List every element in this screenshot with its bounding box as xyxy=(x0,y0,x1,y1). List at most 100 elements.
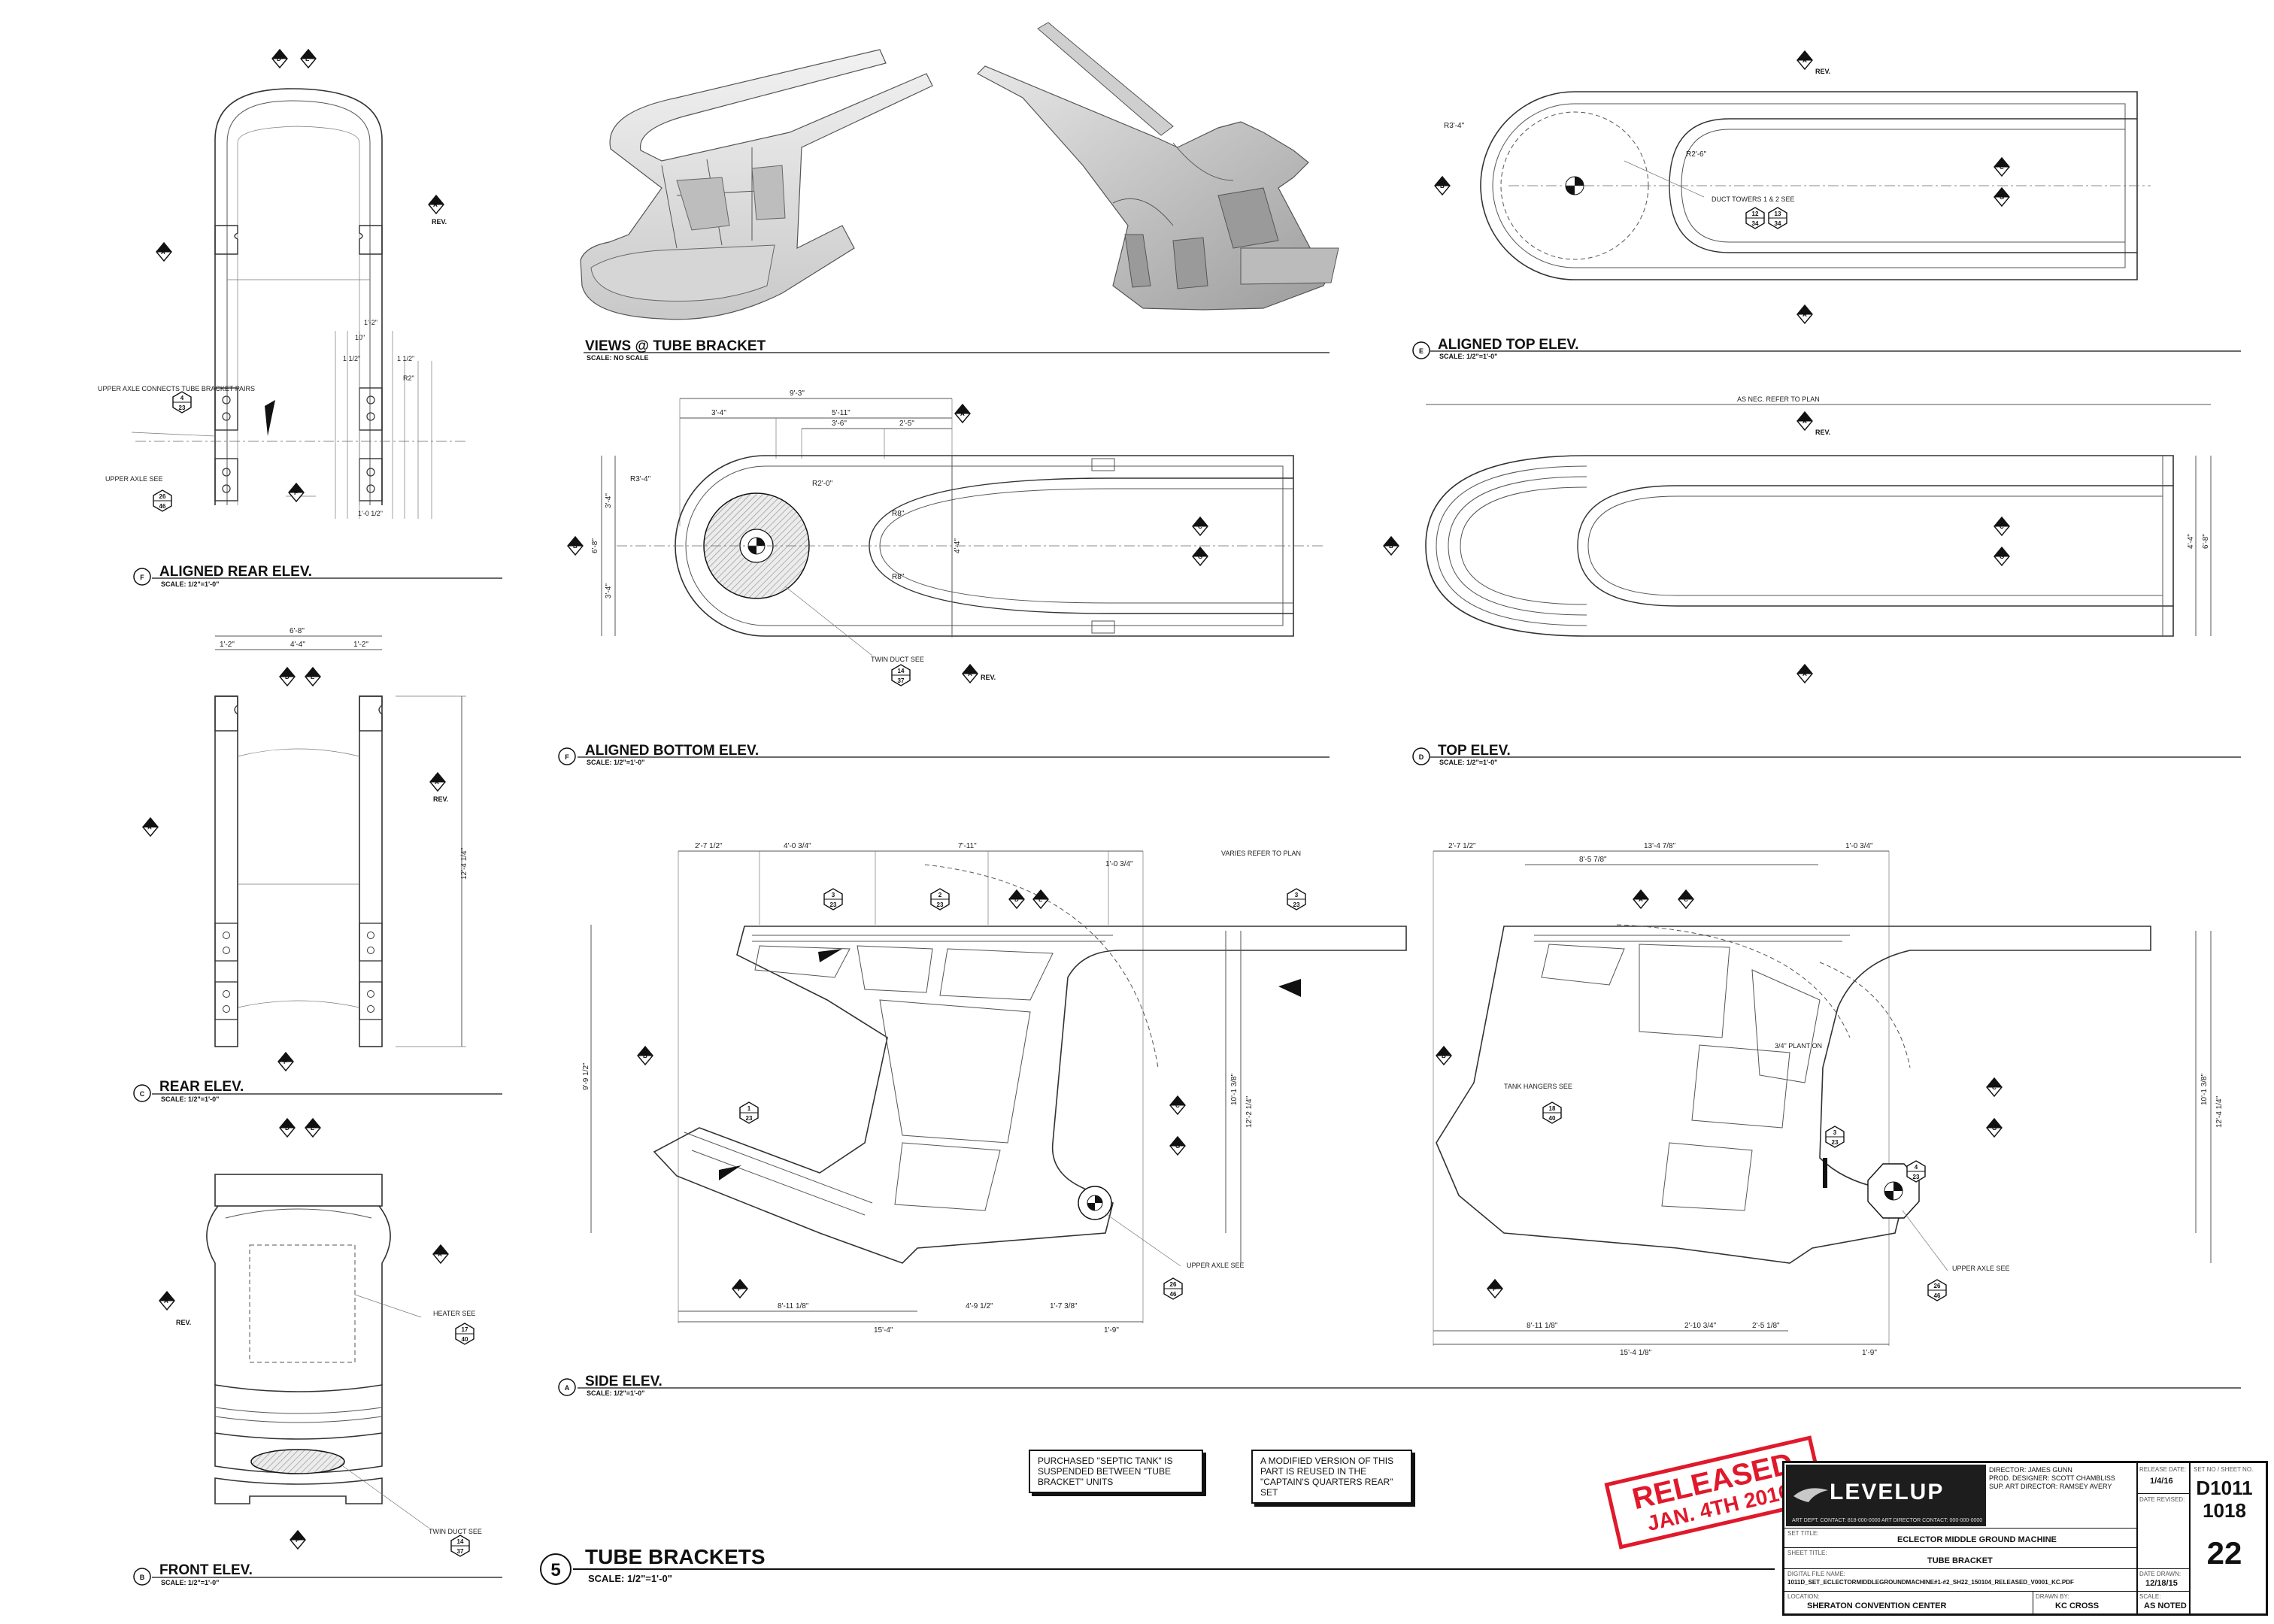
dim-sideR-top: 13'-4 7/8" xyxy=(1644,842,1676,850)
svg-text:17: 17 xyxy=(462,1326,468,1333)
dim-rear-mid: 4'-4" xyxy=(290,641,305,649)
rev-label: REV. xyxy=(981,674,996,681)
dim-side-d: 1'-9" xyxy=(1104,1326,1119,1335)
view-scale: SCALE: 1/2"=1'-0" xyxy=(587,1389,644,1397)
upper-axle-see-note: UPPER AXLE SEE xyxy=(105,475,163,483)
svg-text:14: 14 xyxy=(898,668,905,674)
side-elevation-right: 2'-7 1/2" 13'-4 7/8" 8'-5 7/8" 1'-0 3/4"… xyxy=(1433,842,2224,1357)
svg-text:4: 4 xyxy=(180,395,184,401)
twin-duct-note: TWIN DUCT SEE xyxy=(429,1528,482,1535)
view-title: ALIGNED REAR ELEV. xyxy=(159,564,312,580)
svg-text:13: 13 xyxy=(1775,211,1781,217)
svg-text:G: G xyxy=(2000,194,2004,201)
dim-bottom-r3b: R8" xyxy=(892,573,905,581)
levelup-logo: LEVELUP ART DEPT. CONTACT: 818-000-0000 … xyxy=(1786,1465,1986,1526)
dim-bottom-height: 4'-4" xyxy=(954,538,962,553)
svg-text:26: 26 xyxy=(1170,1281,1177,1288)
tube-bracket-3d-view-left xyxy=(580,49,933,320)
dim-bottom-r1: R3'-4" xyxy=(630,475,651,483)
view-label-front: B FRONT ELEV. SCALE: 1/2"=1'-0" xyxy=(133,1562,502,1586)
varies-note: VARIES REFER TO PLAN xyxy=(1221,850,1301,857)
release-date-label: RELEASE DATE: xyxy=(2139,1466,2187,1473)
svg-text:1 1/2": 1 1/2" xyxy=(397,355,414,362)
dim-bottom-d: 2'-5" xyxy=(899,420,914,428)
svg-text:A: A xyxy=(433,201,438,208)
side-elevation-left: 2'-7 1/2" 4'-0 3/4" 7'-11" 1'-0 3/4" VAR… xyxy=(582,842,1407,1335)
set-title-label: SET TITLE: xyxy=(1787,1530,1819,1537)
dim-bottom-a3: 3'-4" xyxy=(605,583,613,598)
sheet-title: TUBE BRACKET xyxy=(1927,1556,1993,1565)
scale-label: SCALE: xyxy=(2139,1593,2161,1600)
dim-sideR-height2: 10'-1 3/8" xyxy=(2200,1073,2209,1105)
svg-text:B: B xyxy=(1442,1053,1446,1059)
sup-art-director: SUP. ART DIRECTOR: RAMSEY AVERY xyxy=(1989,1483,2112,1490)
svg-text:G: G xyxy=(1198,553,1202,560)
svg-text:23: 23 xyxy=(830,901,837,908)
dim-top-r2: R2'-6" xyxy=(1686,150,1707,159)
dim-bottom-b: 5'-11" xyxy=(832,409,850,417)
svg-text:F: F xyxy=(296,1537,299,1544)
svg-text:1: 1 xyxy=(747,1105,751,1112)
dim-side-height3: 9'-9 1/2" xyxy=(582,1062,590,1090)
section-title: TUBE BRACKETS xyxy=(585,1545,766,1568)
svg-text:3: 3 xyxy=(1833,1129,1837,1136)
svg-text:A: A xyxy=(1803,57,1807,64)
dim-side-c: 1'-7 3/8" xyxy=(1050,1302,1078,1310)
svg-text:37: 37 xyxy=(898,677,905,684)
as-nec-note: AS NEC. REFER TO PLAN xyxy=(1737,395,1820,403)
svg-text:12: 12 xyxy=(1752,211,1759,217)
dim-side-e: 2'-7 1/2" xyxy=(695,842,723,850)
view-scale: SCALE: NO SCALE xyxy=(587,354,649,362)
svg-text:23: 23 xyxy=(1832,1139,1839,1146)
aligned-bottom-elevation: A 9'-3" 3'-4" 5'-11" 3'-6" 2'-5" R3'-4" … xyxy=(567,389,1323,686)
svg-text:26: 26 xyxy=(159,493,166,500)
tank-hangers-note: TANK HANGERS SEE xyxy=(1504,1083,1572,1090)
dim-rear-width: 6'-8" xyxy=(290,627,305,635)
view-title: ALIGNED BOTTOM ELEV. xyxy=(585,743,759,759)
dim-bottom-height2: 6'-8" xyxy=(591,538,599,553)
twin-duct-note: TWIN DUCT SEE xyxy=(871,656,924,663)
svg-text:B: B xyxy=(573,543,578,550)
svg-text:D: D xyxy=(1014,896,1019,903)
svg-text:46: 46 xyxy=(159,503,166,510)
duct-towers-note: DUCT TOWERS 1 & 2 SEE xyxy=(1712,195,1795,203)
view-title: ALIGNED TOP ELEV. xyxy=(1438,337,1579,353)
svg-text:C: C xyxy=(2000,164,2004,171)
dim-sideR-a: 8'-11 1/8" xyxy=(1527,1322,1558,1330)
svg-text:C: C xyxy=(1198,523,1202,530)
svg-text:23: 23 xyxy=(1293,901,1300,908)
view-letter: D xyxy=(1419,753,1424,761)
svg-text:A: A xyxy=(968,671,972,677)
svg-text:A: A xyxy=(1803,311,1807,318)
dim-bottom-a: 3'-4" xyxy=(711,409,726,417)
svg-text:C: C xyxy=(1175,1102,1180,1109)
aligned-top-elevation: A REV. R3'-4" R2'-6" DUCT TOWERS 1 & 2 S… xyxy=(1434,50,2151,324)
view-label-aligned-rear: F ALIGNED REAR ELEV. SCALE: 1/2"=1'-0" xyxy=(133,564,502,588)
dim-top-height: 4'-4" xyxy=(2187,534,2195,549)
svg-text:A: A xyxy=(1803,418,1807,425)
tube-bracket-3d-view-right xyxy=(977,22,1339,311)
svg-text:A: A xyxy=(1639,896,1643,903)
dim-side-f: 4'-0 3/4" xyxy=(784,842,811,850)
modified-version-note: A MODIFIED VERSION OF THIS PART IS REUSE… xyxy=(1251,1450,1412,1504)
view-title: REAR ELEV. xyxy=(159,1079,244,1095)
location-label: LOCATION: xyxy=(1787,1593,1820,1600)
svg-text:R2": R2" xyxy=(403,374,414,382)
svg-text:26: 26 xyxy=(1934,1283,1941,1289)
rev-label: REV. xyxy=(1815,68,1830,75)
view-title: VIEWS @ TUBE BRACKET xyxy=(585,338,766,354)
set-no-label: SET NO / SHEET NO. xyxy=(2194,1466,2254,1473)
svg-text:E: E xyxy=(311,674,315,680)
rev-label: REV. xyxy=(1815,429,1830,436)
dim-side-total: 15'-4" xyxy=(874,1326,893,1335)
svg-text:1'-2": 1'-2" xyxy=(364,319,377,326)
svg-text:E: E xyxy=(1038,896,1043,903)
view-letter: C xyxy=(140,1090,145,1098)
svg-text:E: E xyxy=(305,56,310,62)
location: SHERATON CONVENTION CENTER xyxy=(1807,1601,1947,1610)
svg-text:A: A xyxy=(1803,671,1807,677)
plant-on-note: 3/4" PLANT ON xyxy=(1775,1042,1822,1050)
